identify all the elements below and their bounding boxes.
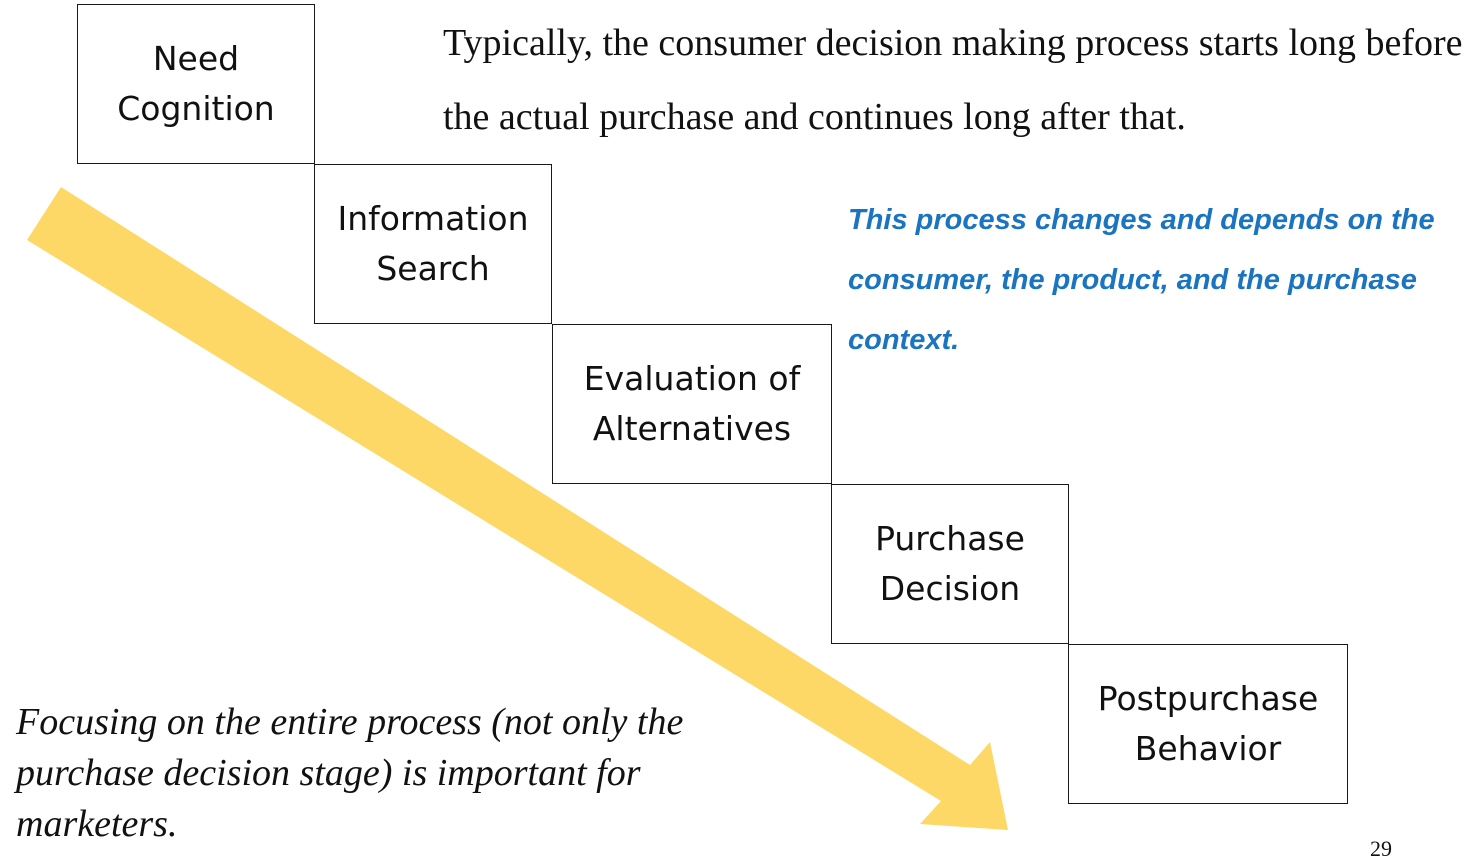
stage-purchase-decision: Purchase Decision — [831, 484, 1069, 644]
stage-postpurchase-behavior: Postpurchase Behavior — [1068, 644, 1348, 804]
process-note: This process changes and depends on the … — [848, 204, 1435, 356]
stage-need-cognition: Need Cognition — [77, 4, 315, 164]
stage-information-search: Information Search — [314, 164, 552, 324]
focus-statement: Focusing on the entire process (not only… — [16, 701, 684, 845]
arrow-shape — [27, 187, 1008, 830]
page-number: 29 — [1370, 836, 1392, 861]
intro-text: Typically, the consumer decision making … — [443, 22, 1463, 138]
stage-evaluation-of-alternatives: Evaluation of Alternatives — [552, 324, 832, 484]
